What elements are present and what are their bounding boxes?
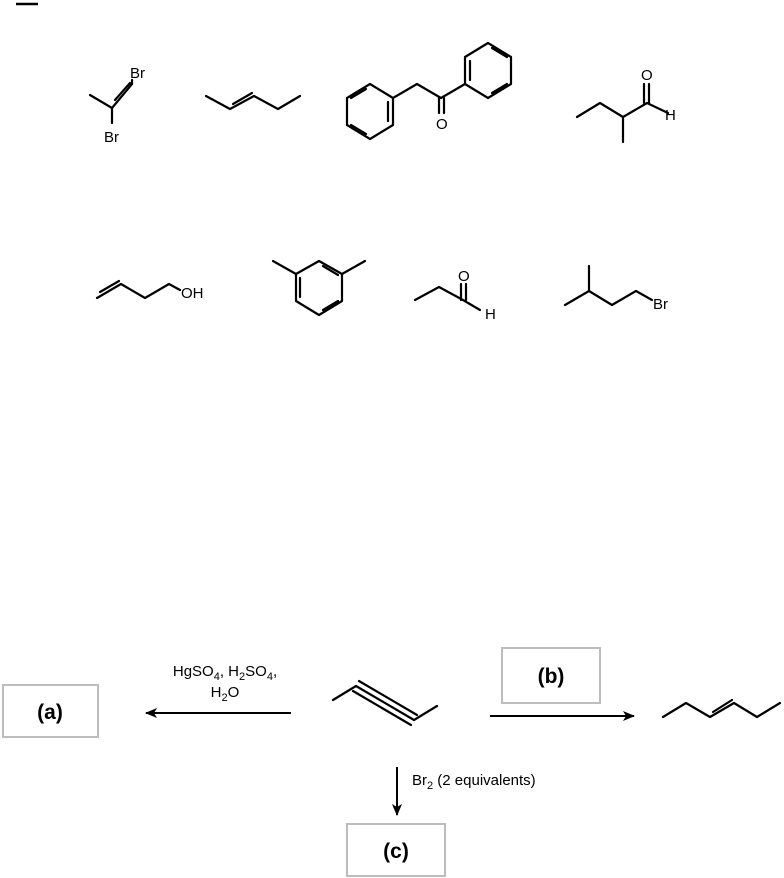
molecule-butenol: OH <box>97 281 204 302</box>
molecule-propanal: O H <box>415 268 496 323</box>
molecule-dibromopropene: Br Br <box>90 65 145 146</box>
atom-br-top: Br <box>130 65 145 82</box>
conditions-a-line2: H2O <box>211 684 240 704</box>
molecule-xylene <box>273 261 365 315</box>
atom-oh: OH <box>181 285 204 302</box>
molecule-hexene <box>663 700 780 717</box>
box-a-label: (a) <box>37 701 63 724</box>
molecule-pentene <box>206 93 300 109</box>
atom-o-ketone: O <box>436 116 448 133</box>
conditions-a-line1: HgSO4, H2SO4, <box>173 663 277 683</box>
box-c-label: (c) <box>383 840 409 863</box>
molecule-hexyne <box>333 681 437 725</box>
molecule-methylbutanal: O H <box>577 67 676 142</box>
atom-br-bottom: Br <box>104 129 119 146</box>
answer-box-c[interactable]: (c) <box>347 824 445 876</box>
molecule-deoxybenzoin: O <box>347 43 511 139</box>
atom-h-aldehyde: H <box>665 107 676 124</box>
atom-o-aldehyde: O <box>641 67 653 84</box>
atom-br: Br <box>653 296 668 313</box>
answer-box-b[interactable]: (b) <box>502 648 600 703</box>
atom-h-propanal: H <box>485 306 496 323</box>
box-b-label: (b) <box>538 665 565 688</box>
molecule-bromomethylbutane: Br <box>565 266 668 313</box>
conditions-c: Br2 (2 equivalents) <box>412 772 536 792</box>
atom-o-propanal: O <box>458 268 470 285</box>
answer-box-a[interactable]: (a) <box>3 685 98 737</box>
